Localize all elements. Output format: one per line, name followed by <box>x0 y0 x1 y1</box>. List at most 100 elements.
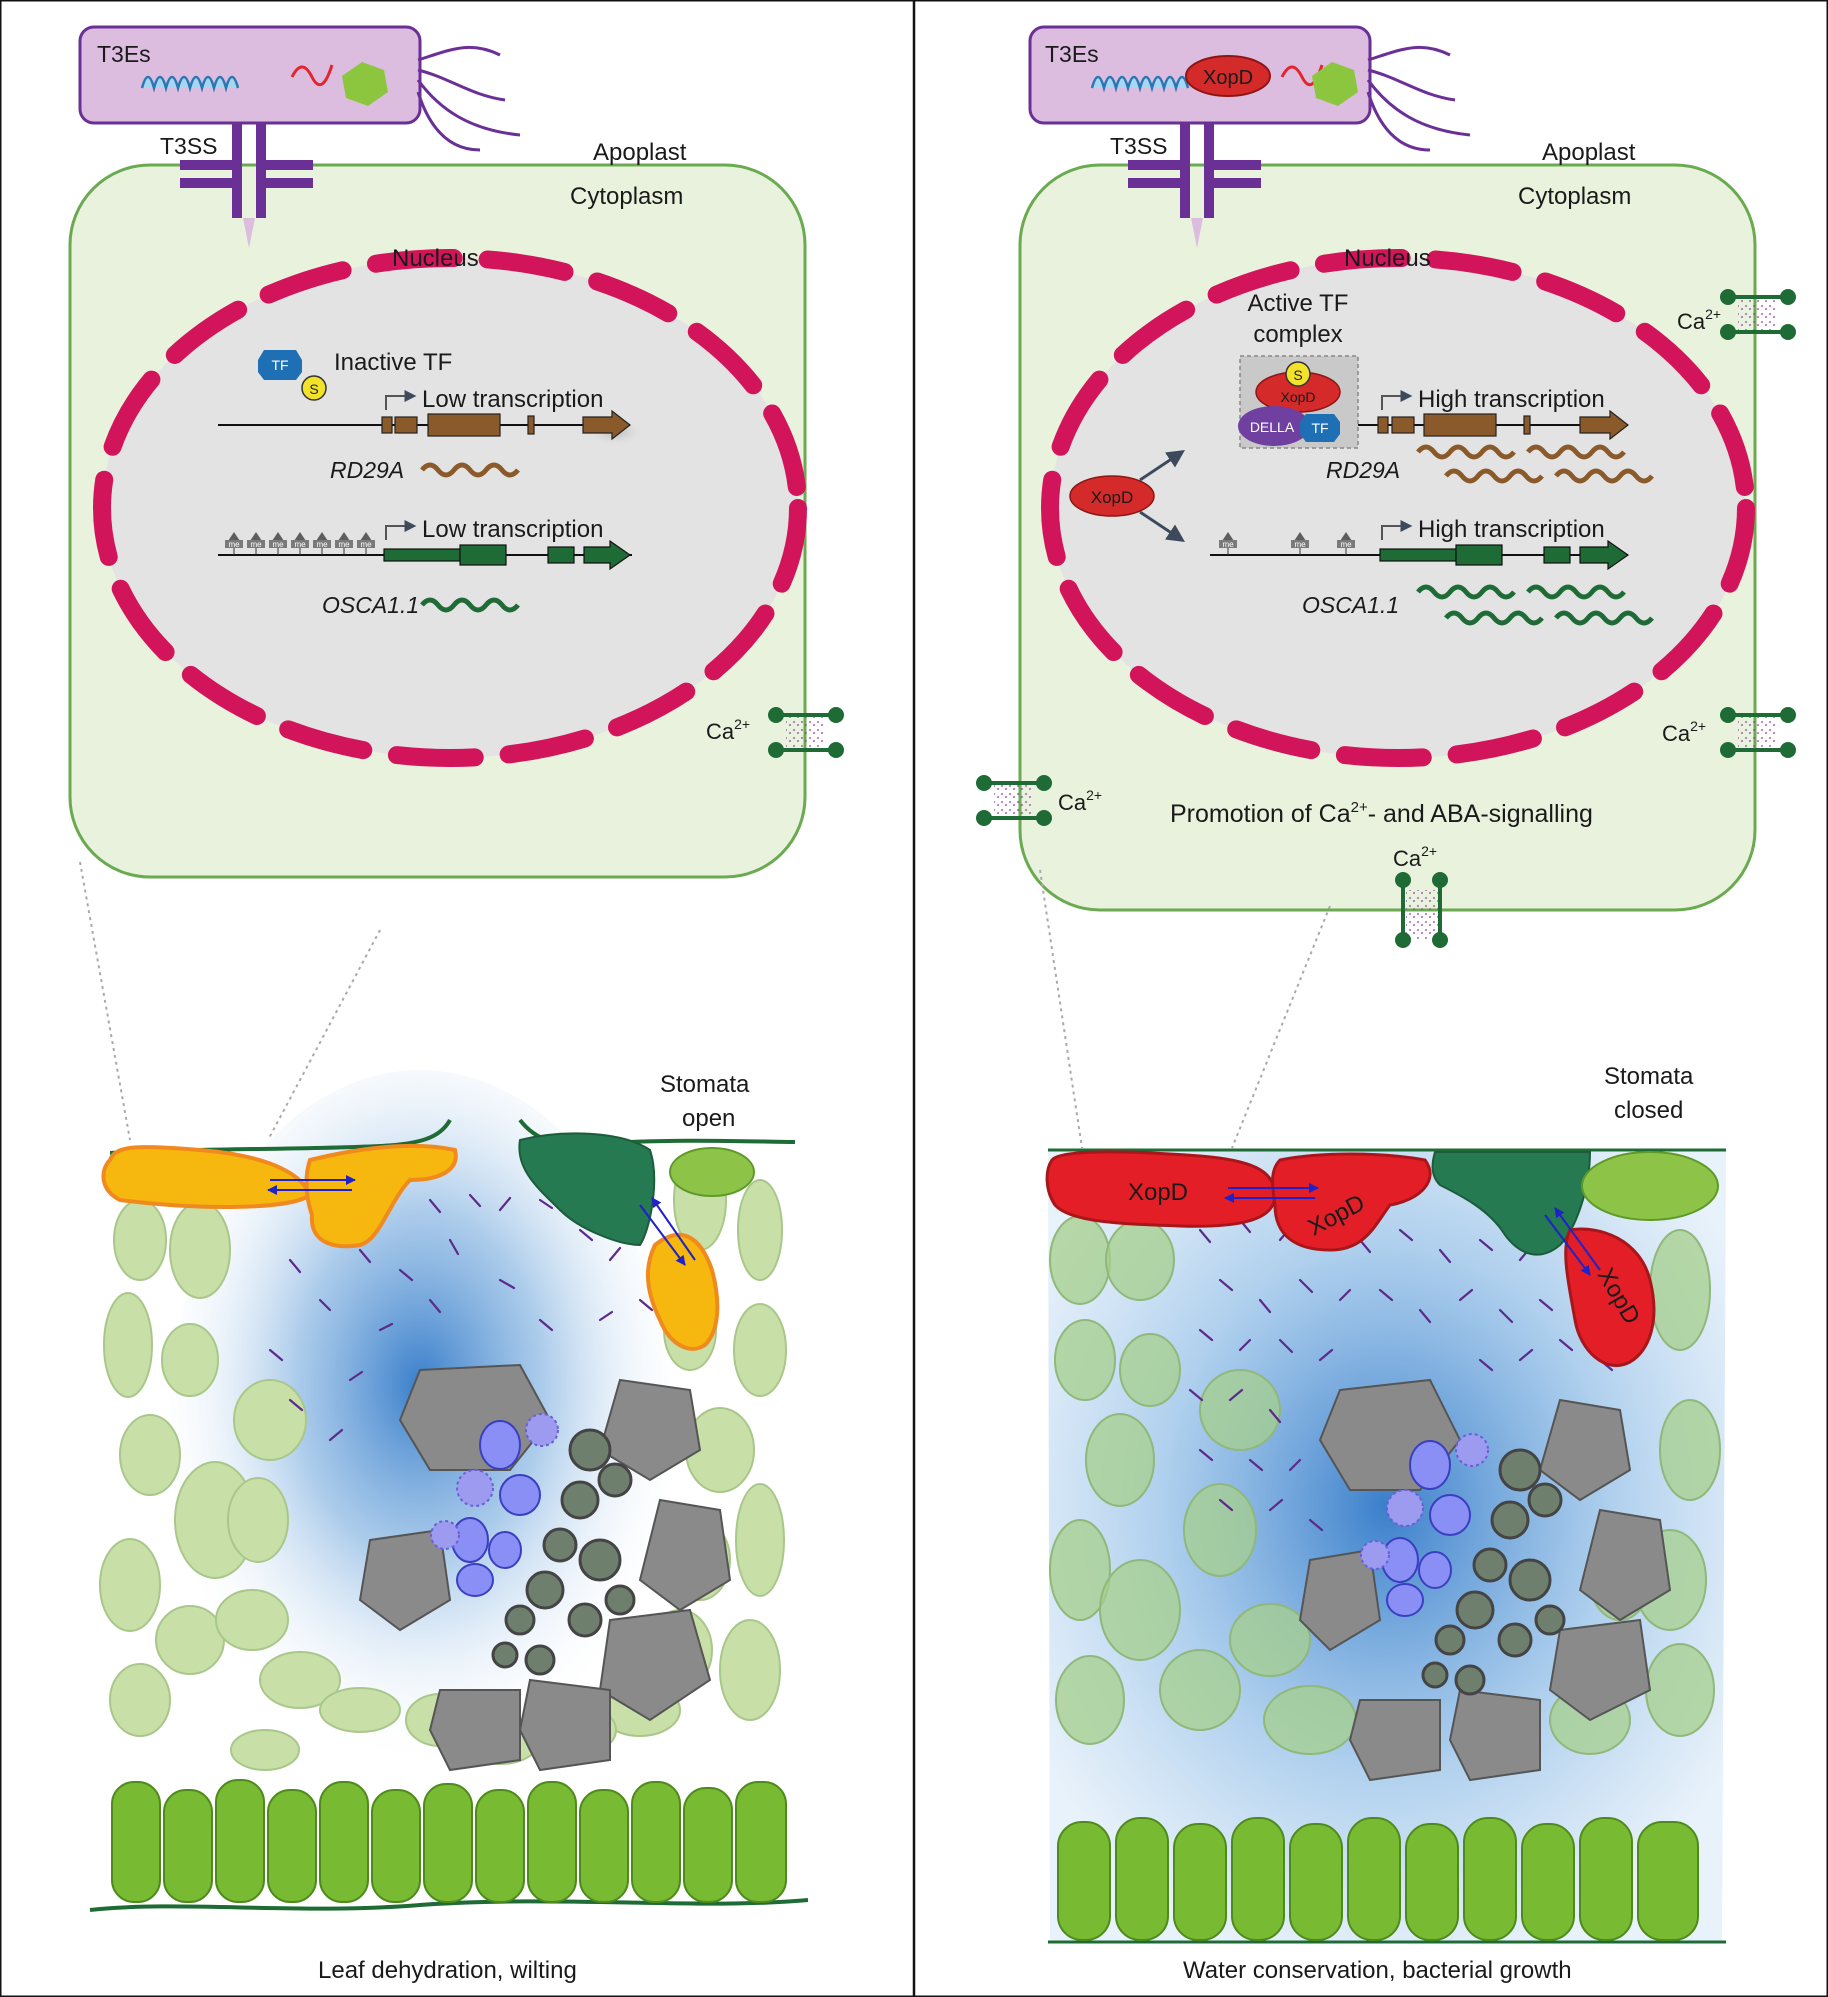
flagellum <box>1367 45 1451 62</box>
ca-channel <box>1395 872 1448 948</box>
svg-text:me: me <box>294 540 306 549</box>
flagellum <box>416 91 481 152</box>
water-flow-arrow-icon <box>651 1197 696 1261</box>
tf-chip <box>258 350 302 380</box>
effector-spring-icon <box>1090 75 1190 93</box>
nuclear-envelope <box>93 249 807 767</box>
osca-last-exon <box>1579 539 1630 571</box>
methylation-marks: me me me <box>1219 532 1355 555</box>
tss-arrow-icon <box>1381 390 1413 410</box>
guard-cell <box>1581 1151 1719 1221</box>
t3ss-left-pillar <box>232 123 242 218</box>
osca-exon <box>1455 544 1503 566</box>
complex-sumo <box>1285 361 1311 387</box>
stomata-state-label: closed <box>1614 1097 1683 1124</box>
flagellum <box>417 45 501 62</box>
rd29a-mrna-group <box>1416 444 1654 484</box>
tss-arrow-icon <box>1381 520 1413 540</box>
effector-hexagon-icon <box>342 62 388 106</box>
ca-channel <box>976 775 1052 826</box>
della-protein <box>1238 406 1310 446</box>
guard-cell <box>1431 1151 1592 1256</box>
flagellum <box>416 79 521 137</box>
t3ss-right-pillar <box>1204 123 1214 218</box>
apoplast-label: Apoplast <box>593 139 687 166</box>
t3es-label: T3Es <box>1045 41 1099 67</box>
bacterium <box>78 25 422 125</box>
t3ss-flange <box>1128 178 1188 188</box>
activation-arrow-icon <box>1139 510 1185 542</box>
activation-arrow-icon <box>1139 450 1185 482</box>
stomata-label: Stomata <box>1604 1063 1694 1090</box>
osca-exon <box>1379 548 1457 562</box>
guard-cell-closed <box>1045 1150 1277 1228</box>
osca-gene-label: OSCA1.1 <box>1302 592 1399 618</box>
guard-cell <box>518 1132 656 1247</box>
nucleoplasm <box>1050 258 1746 758</box>
t3ss-flange <box>1128 160 1188 170</box>
svg-text:me: me <box>250 540 262 549</box>
t3ss-right-pillar <box>256 123 266 218</box>
ca-channel <box>1720 289 1796 340</box>
t3ss-tip <box>1191 218 1203 248</box>
nuclear-envelope <box>1041 249 1755 767</box>
t3ss-label: T3SS <box>1110 133 1168 159</box>
flagellum <box>417 68 506 102</box>
rd29a-last-exon <box>582 409 631 441</box>
ca-label: Ca2+ <box>1662 718 1706 746</box>
rd29a-exon <box>394 416 418 434</box>
caption: Leaf dehydration, wilting <box>318 1957 577 1984</box>
ca-label: Ca2+ <box>1677 306 1721 334</box>
rd29a-exon <box>527 415 535 435</box>
stomata-label: Stomata <box>660 1071 750 1098</box>
osca-exon <box>459 544 507 566</box>
methylation-marks: me me me me me me me <box>225 532 375 555</box>
ca-label: Ca2+ <box>706 716 750 744</box>
rd29a-exon <box>1377 416 1389 434</box>
osca-exon <box>547 546 575 564</box>
rd29a-exon <box>1391 416 1415 434</box>
osca-transcription-label: High transcription <box>1418 516 1605 543</box>
guard-cell <box>669 1147 755 1197</box>
zoom-line <box>79 861 131 1141</box>
svg-text:me: me <box>316 540 328 549</box>
lower-epidermis <box>89 1898 809 1912</box>
xopd-effector-label: XopD <box>1203 67 1253 89</box>
rd29a-exon <box>1523 415 1531 435</box>
t3ss-flange <box>180 160 240 170</box>
rd29a-mrna <box>420 462 520 478</box>
rd29a-exon <box>381 416 393 434</box>
guard-cell-open <box>646 1232 720 1351</box>
osca-exon <box>1543 546 1571 564</box>
complex-label: Active TF <box>1248 290 1349 317</box>
complex-label: complex <box>1253 321 1342 348</box>
osca-exon <box>383 548 461 562</box>
osca-last-exon <box>583 539 632 571</box>
t3ss-flange <box>1206 160 1261 170</box>
stomata-state-label: open <box>682 1105 735 1132</box>
t3ss-flange <box>258 178 313 188</box>
complex-tf <box>1300 414 1340 442</box>
cytoplasm-label: Cytoplasm <box>1518 183 1631 210</box>
right-panel: T3Es XopD T3SS Apoplast Cytoplasm Nucleu… <box>976 25 1796 1984</box>
apoplast-label: Apoplast <box>1542 139 1636 166</box>
svg-text:me: me <box>272 540 284 549</box>
svg-text:me: me <box>228 540 240 549</box>
left-panel: T3Es T3SS Apoplast Cytoplasm Nucleus TF … <box>68 25 844 1984</box>
free-xopd-label: XopD <box>1091 488 1134 507</box>
rd29a-exon <box>1423 413 1497 437</box>
guard-cell-label: XopD <box>1128 1179 1188 1206</box>
t3ss-flange <box>258 160 313 170</box>
t3ss-flange <box>1206 178 1261 188</box>
rd29a-gene-label: RD29A <box>330 457 404 483</box>
effector-squiggle-icon <box>290 64 334 87</box>
t3es-label: T3Es <box>97 41 151 67</box>
svg-text:me: me <box>1294 540 1306 549</box>
della-label: DELLA <box>1250 419 1295 435</box>
water-flow-arrow-icon <box>1544 1214 1591 1276</box>
complex-tf-label: TF <box>1311 420 1328 436</box>
osca-mrna <box>420 597 520 613</box>
nucleus-label: Nucleus <box>392 245 479 272</box>
complex-sumo-label: S <box>1293 367 1302 383</box>
zoom-line <box>1039 869 1083 1149</box>
